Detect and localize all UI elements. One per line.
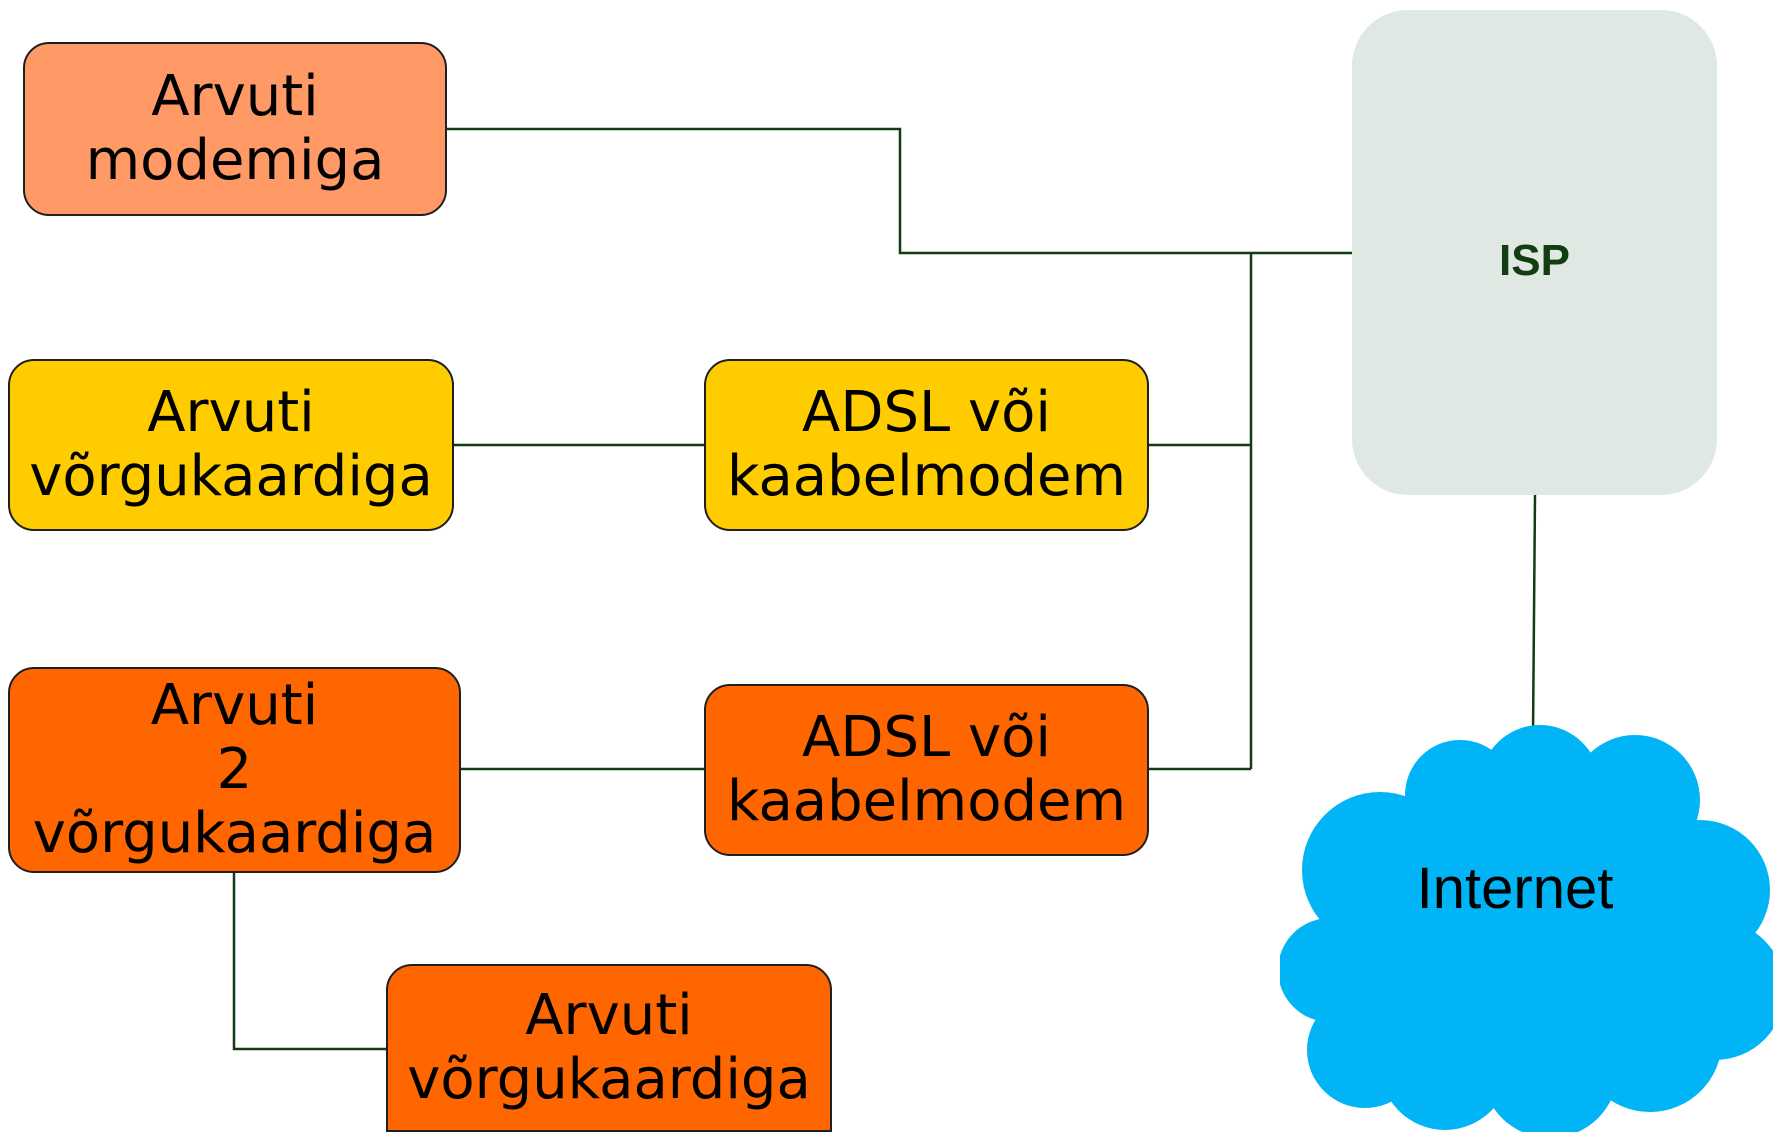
node-two-nic-pc: Arvuti 2 võrgukaardiga [8,667,461,873]
node-isp-label: ISP [1499,236,1570,285]
node-internet-label: Internet [1416,856,1614,921]
node-adsl-modem-2: ADSL või kaabelmodem [704,684,1149,856]
internet-cloud-icon [1280,725,1773,1132]
node-nic-pc-label: Arvuti võrgukaardiga [29,380,433,509]
node-isp: ISP [1352,10,1717,495]
node-modem-pc: Arvuti modemiga [23,42,447,216]
node-lan-pc: Arvuti võrgukaardiga [386,964,832,1132]
node-lan-pc-label: Arvuti võrgukaardiga [407,983,811,1112]
node-two-nic-pc-label: Arvuti 2 võrgukaardiga [32,673,437,866]
node-adsl-modem-1-label: ADSL või kaabelmodem [727,380,1126,509]
node-adsl-modem-1: ADSL või kaabelmodem [704,359,1149,531]
node-modem-pc-label: Arvuti modemiga [85,64,385,193]
line-modem-pc-to-isp [447,127,1352,255]
line-two-nic-pc-to-lan-pc [232,873,386,1051]
node-adsl-modem-2-label: ADSL või kaabelmodem [727,705,1126,834]
line-isp-to-internet [1531,494,1537,736]
node-nic-pc: Arvuti võrgukaardiga [8,359,454,531]
